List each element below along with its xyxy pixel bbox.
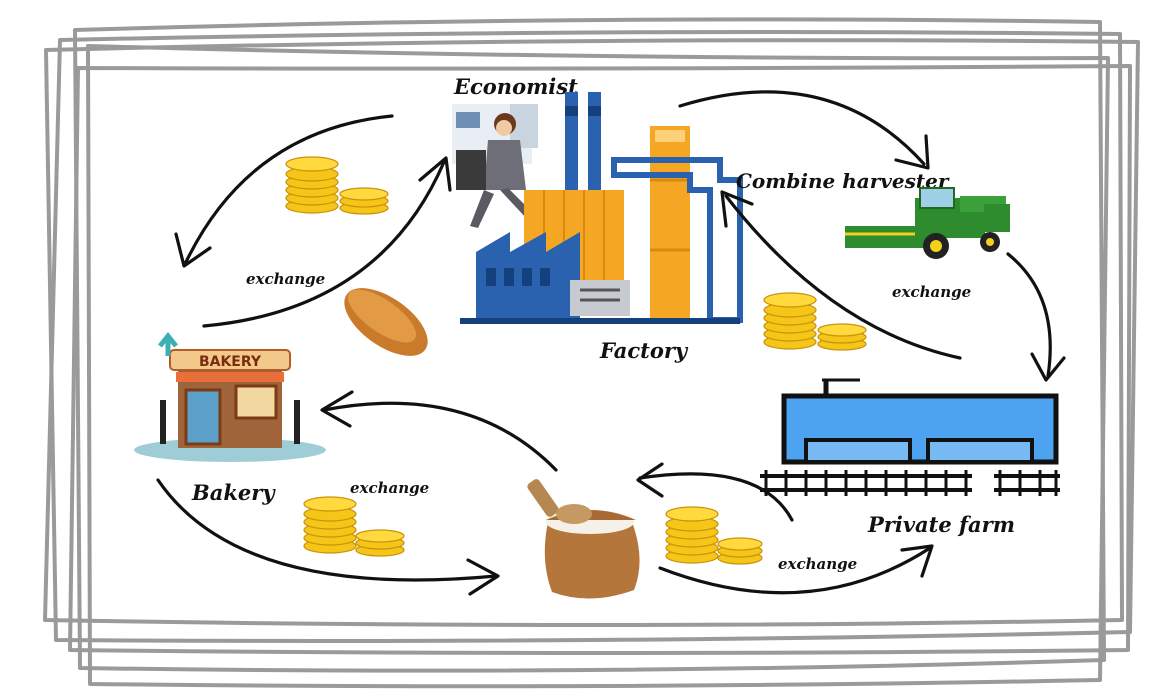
arrow-harvester-to-farm (1006, 252, 1066, 382)
flour-sack-icon (527, 479, 640, 599)
coin-stack-icon (303, 496, 405, 557)
combine-harvester-illustration (845, 187, 1010, 259)
bakery-sign-text: BAKERY (199, 354, 262, 370)
arrow-sack-to-farm (658, 544, 934, 595)
arrow-sack-to-bakery (320, 390, 558, 472)
arrow-factory-to-harvester (678, 90, 930, 170)
exchange-label-bakery-factory: exchange (246, 270, 325, 288)
exchange-label-sack-farm: exchange (778, 555, 857, 573)
arrow-farm-to-factory (720, 190, 962, 360)
sketch-frame (43, 17, 1140, 689)
bakery-label: Bakery (191, 480, 276, 505)
bread-loaf-icon (344, 288, 428, 356)
combine-harvester-label: Combine harvester (736, 169, 950, 193)
factory-label: Factory (599, 338, 689, 363)
economist-illustration (452, 104, 538, 228)
private-farm-illustration (760, 378, 1060, 496)
arrow-bakery-to-sack (156, 478, 500, 596)
bakery-illustration: BAKERY (134, 331, 326, 462)
economist-label: Economist (453, 74, 578, 99)
arrow-factory-to-bakery (174, 114, 394, 268)
coin-stack-icon (285, 156, 389, 215)
coin-stack-icon (665, 506, 763, 565)
exchange-label-bakery-sack: exchange (350, 479, 429, 497)
coin-stack-icon (763, 292, 867, 351)
factory-illustration (460, 92, 743, 324)
arrow-bakery-to-factory (202, 156, 452, 328)
private-farm-label: Private farm (867, 512, 1015, 537)
exchange-label-harvester-farm: exchange (892, 283, 971, 301)
arrow-farm-to-sack (636, 462, 794, 522)
